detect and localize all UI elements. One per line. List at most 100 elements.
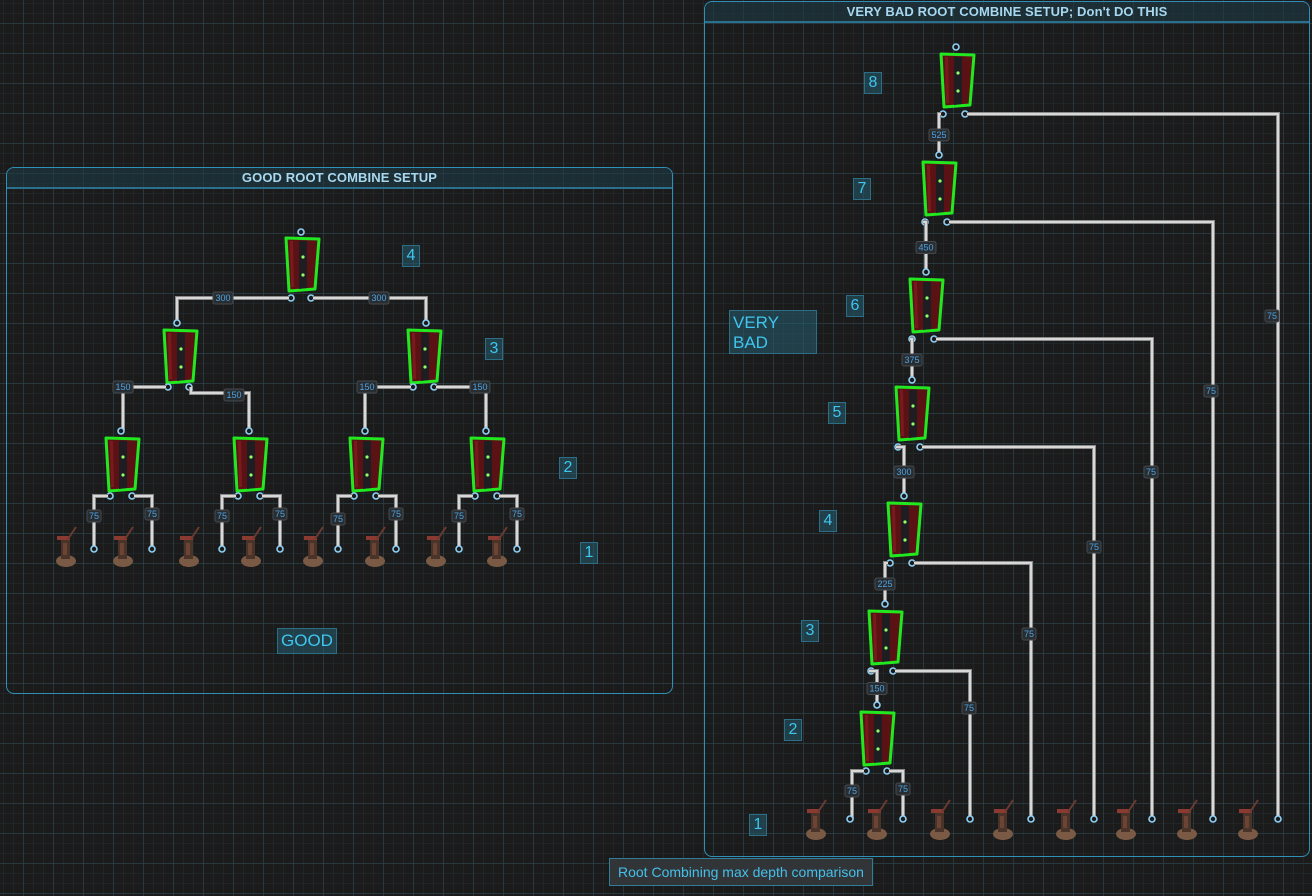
- wire-core: [914, 562, 1032, 819]
- edge-label: 300: [896, 467, 911, 477]
- wire-core: [923, 221, 927, 273]
- edge-label: 300: [215, 293, 230, 303]
- root-combine-node-icon[interactable]: [886, 501, 923, 558]
- wire-core: [884, 562, 888, 605]
- edge-label: 300: [371, 293, 386, 303]
- wire-core: [221, 495, 236, 549]
- edge-label: 525: [931, 130, 946, 140]
- connection-socket-icon: [935, 151, 943, 159]
- connection-socket-icon: [899, 815, 907, 823]
- edge-label: 75: [333, 514, 343, 524]
- wire: [914, 561, 1033, 819]
- resource-pickup-icon[interactable]: [1116, 799, 1137, 840]
- edge-label-box: [112, 380, 134, 394]
- depth-label: 3: [485, 338, 503, 360]
- edge-label-box: [928, 128, 950, 142]
- wire: [967, 112, 1280, 819]
- wire-core: [949, 221, 1214, 819]
- root-combine-node-icon[interactable]: [859, 710, 896, 767]
- root-combine-node-icon[interactable]: [469, 436, 506, 493]
- depth-label: 1: [580, 542, 598, 564]
- connection-socket-icon: [455, 545, 463, 553]
- resource-pickup-icon[interactable]: [487, 526, 508, 567]
- root-combine-node-icon[interactable]: [104, 436, 141, 493]
- root-combine-node-icon[interactable]: [284, 236, 321, 293]
- edge-label-box: [214, 509, 230, 523]
- depth-label: 7: [853, 178, 871, 200]
- root-combine-node-icon[interactable]: [908, 277, 945, 334]
- connection-socket-icon: [908, 376, 916, 384]
- connection-socket-icon: [148, 545, 156, 553]
- wire: [499, 494, 519, 549]
- edge-label: 75: [275, 509, 285, 519]
- connection-socket-icon: [392, 545, 400, 553]
- connection-socket-icon: [245, 427, 253, 435]
- depth-label: 2: [559, 457, 577, 479]
- wire-core: [936, 338, 1153, 819]
- edge-label-box: [368, 291, 390, 305]
- edge-label: 75: [1267, 311, 1277, 321]
- connection-socket-icon: [482, 427, 490, 435]
- wire: [949, 220, 1215, 819]
- root-combine-node-icon[interactable]: [939, 52, 976, 109]
- root-combine-node-icon[interactable]: [894, 385, 931, 442]
- edge-label: 75: [847, 786, 857, 796]
- resource-pickup-icon[interactable]: [56, 526, 77, 567]
- connection-socket-icon: [117, 427, 125, 435]
- connection-socket-icon: [1209, 815, 1217, 823]
- edge-label-box: [144, 507, 160, 521]
- resource-pickup-icon[interactable]: [303, 526, 324, 567]
- root-combine-node-icon[interactable]: [921, 160, 958, 217]
- connection-socket-icon: [361, 427, 369, 435]
- connection-socket-icon: [881, 600, 889, 608]
- good-setup-title: GOOD ROOT COMBINE SETUP: [7, 168, 672, 189]
- root-combine-node-icon[interactable]: [406, 328, 443, 385]
- connection-socket-icon: [966, 815, 974, 823]
- resource-pickup-icon[interactable]: [867, 799, 888, 840]
- bad-comment: VERY BAD: [729, 310, 817, 354]
- resource-pickup-icon[interactable]: [1177, 799, 1198, 840]
- edge-label-box: [356, 380, 378, 394]
- resource-pickup-icon[interactable]: [179, 526, 200, 567]
- edge-label: 75: [1089, 542, 1099, 552]
- edge-label-box: [212, 291, 234, 305]
- wire-core: [337, 495, 352, 549]
- wire-core: [896, 446, 905, 497]
- root-combine-node-icon[interactable]: [162, 328, 199, 385]
- resource-pickup-icon[interactable]: [806, 799, 827, 840]
- edge-label-box: [961, 701, 977, 715]
- edge-label: 75: [1024, 629, 1034, 639]
- edge-label-box: [1264, 309, 1280, 323]
- edge-label: 450: [918, 243, 933, 253]
- edge-label-box: [1203, 384, 1219, 398]
- wire-core: [499, 495, 518, 549]
- resource-pickup-icon[interactable]: [113, 526, 134, 567]
- edge-label-box: [1086, 540, 1102, 554]
- resource-pickup-icon[interactable]: [365, 526, 386, 567]
- resource-pickup-icon[interactable]: [426, 526, 447, 567]
- edge-label: 150: [472, 382, 487, 392]
- bad-setup-frame: VERY BAD ROOT COMBINE SETUP; Don't DO TH…: [704, 1, 1310, 857]
- edge-label-box: [86, 509, 102, 523]
- connection-socket-icon: [1090, 815, 1098, 823]
- wire-core: [176, 297, 289, 322]
- wire-core: [967, 113, 1279, 819]
- wire-core: [895, 670, 971, 819]
- depth-label: 2: [784, 719, 802, 741]
- resource-pickup-icon[interactable]: [930, 799, 951, 840]
- edge-label: 150: [359, 382, 374, 392]
- connection-socket-icon: [334, 545, 342, 553]
- resource-pickup-icon[interactable]: [241, 526, 262, 567]
- depth-label: 4: [402, 245, 420, 267]
- depth-label: 5: [828, 402, 846, 424]
- resource-pickup-icon[interactable]: [1238, 799, 1259, 840]
- root-combine-node-icon[interactable]: [232, 436, 269, 493]
- resource-pickup-icon[interactable]: [1056, 799, 1077, 840]
- resource-pickup-icon[interactable]: [993, 799, 1014, 840]
- edge-label-box: [874, 577, 896, 591]
- edge-label: 75: [1146, 467, 1156, 477]
- depth-label: 8: [864, 72, 882, 94]
- root-combine-node-icon[interactable]: [867, 609, 904, 666]
- root-combine-node-icon[interactable]: [348, 436, 385, 493]
